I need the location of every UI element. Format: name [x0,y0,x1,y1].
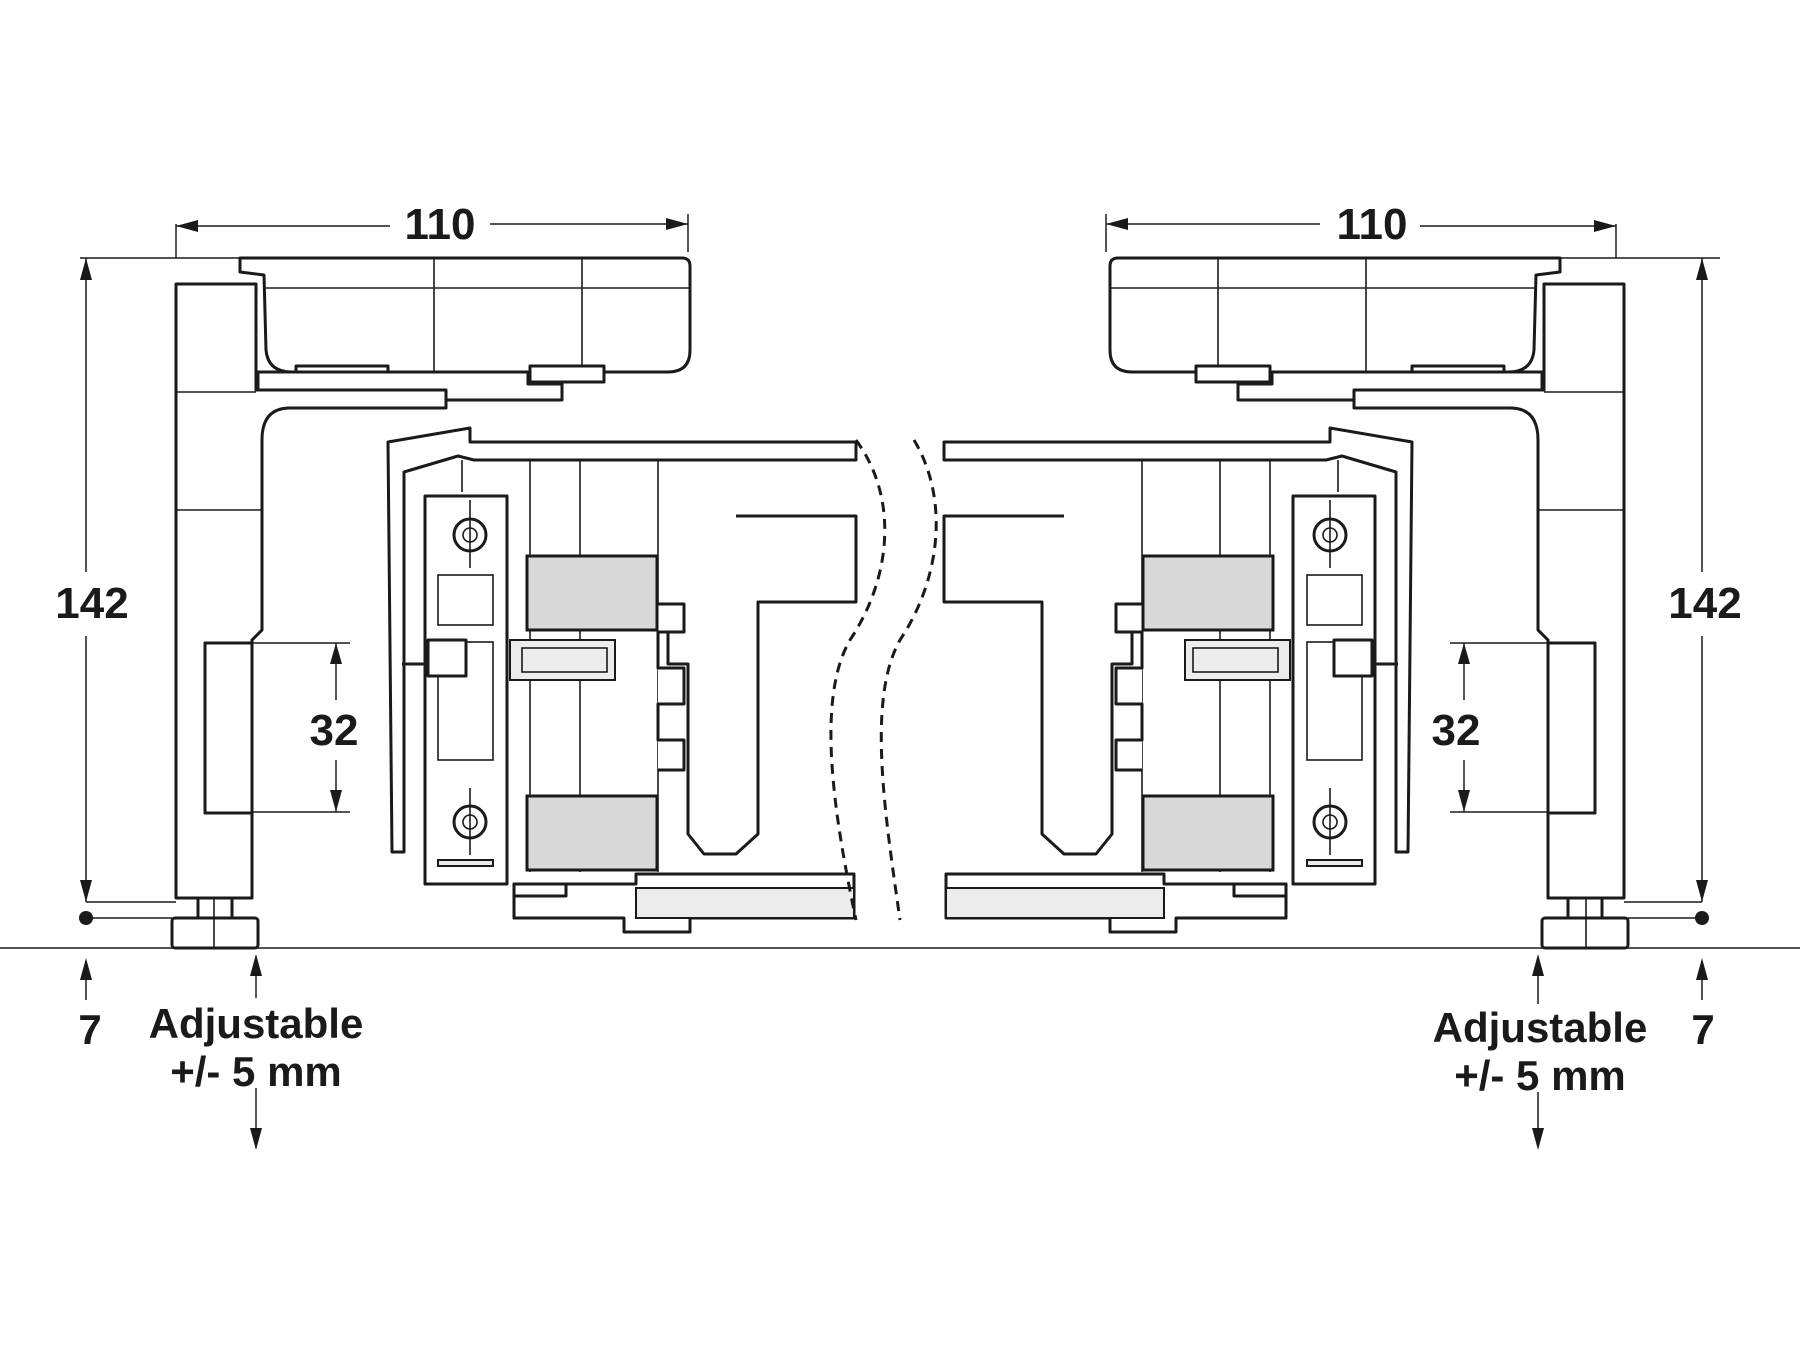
right-adjust-line1: Adjustable [1433,1004,1648,1051]
left-top-housing [238,256,692,374]
right-adjust-arrows [1532,954,1544,1150]
left-adjust-arrows [250,954,262,1150]
left-grey-block-top [525,554,659,632]
left-spacing-label: 32 [310,706,359,755]
right-assembly [942,256,1630,950]
right-width-dimension [1105,214,1617,258]
left-height-dimension [80,257,270,903]
right-width-label: 110 [1337,200,1408,249]
left-frame-profile [386,426,858,854]
left-assembly [170,256,858,950]
left-width-label: 110 [405,200,476,249]
left-adjustable-foot [170,916,260,950]
right-adjust-line2: +/- 5 mm [1454,1052,1626,1099]
right-foot-dimension [1628,911,1709,1000]
left-foot-dimension [79,911,172,1000]
right-foot-label: 7 [1691,1006,1714,1053]
right-height-label: 142 [1668,579,1741,628]
right-spacing-label: 32 [1432,706,1481,755]
right-height-dimension [1530,257,1720,903]
right-spacing-dimension [1450,642,1548,813]
right-break-line [879,439,938,921]
left-adjust-line1: Adjustable [149,1000,364,1047]
left-height-label: 142 [55,579,128,628]
left-break-line [829,439,887,921]
left-side-plate [203,641,254,815]
left-adjust-line2: +/- 5 mm [170,1048,342,1095]
left-grey-block-bottom [525,794,659,872]
left-channel [658,514,858,856]
left-spacing-dimension [252,642,350,813]
left-foot-label: 7 [78,1006,101,1053]
left-width-dimension [175,214,689,258]
